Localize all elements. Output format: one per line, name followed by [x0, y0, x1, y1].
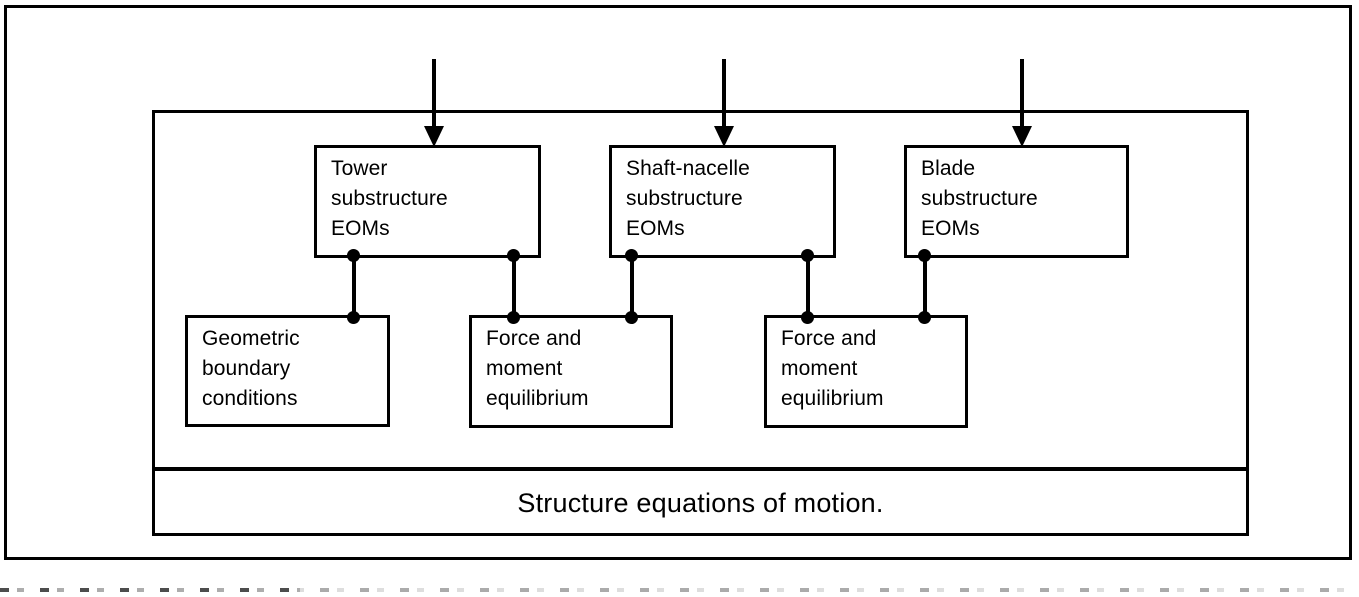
node-force-moment-equilibrium-1[interactable]: Force and moment equilibrium	[469, 315, 673, 428]
structure-eom-group-box	[152, 110, 1249, 536]
node-force-moment-1-line-1: Force and	[486, 327, 582, 350]
junction-dot-force-moment-1-left	[507, 311, 520, 324]
node-tower-line-2: substructure	[331, 186, 448, 210]
node-shaft-nacelle-line-3: EOMs	[626, 216, 685, 240]
link-tower-to-geometric	[352, 255, 356, 321]
node-force-moment-equilibrium-2[interactable]: Force and moment equilibrium	[764, 315, 968, 428]
node-shaft-nacelle-line-1: Shaft-nacelle	[626, 157, 750, 180]
junction-dot-force-moment-2-right	[918, 311, 931, 324]
outer-frame-border	[4, 5, 1352, 560]
arrow-to-tower-shaft	[432, 59, 436, 129]
arrow-to-tower-head	[424, 126, 444, 147]
node-tower-substructure-eoms[interactable]: Tower substructure EOMs	[314, 145, 541, 258]
node-shaft-nacelle-substructure-eoms[interactable]: Shaft-nacelle substructure EOMs	[609, 145, 836, 258]
arrow-to-shaft-nacelle-head	[714, 126, 734, 147]
node-blade-line-2: substructure	[921, 186, 1038, 210]
link-blade-to-force-moment-2	[923, 255, 927, 321]
link-shaft-nacelle-to-force-moment-1	[630, 255, 634, 321]
node-blade-line-3: EOMs	[921, 216, 980, 240]
junction-dot-force-moment-2-left	[801, 311, 814, 324]
arrow-to-blade-shaft	[1020, 59, 1024, 129]
junction-dot-force-moment-1-right	[625, 311, 638, 324]
junction-dot-shaft-nacelle-left	[625, 249, 638, 262]
node-tower-line-1: Tower	[331, 157, 388, 180]
node-blade-line-1: Blade	[921, 157, 976, 180]
node-geometric-line-3: conditions	[202, 386, 298, 410]
node-geometric-line-1: Geometric	[202, 327, 300, 350]
node-force-moment-1-line-3: equilibrium	[486, 386, 589, 410]
junction-dot-shaft-nacelle-right	[801, 249, 814, 262]
node-tower-line-3: EOMs	[331, 216, 390, 240]
node-shaft-nacelle-line-2: substructure	[626, 186, 743, 210]
arrow-to-blade-head	[1012, 126, 1032, 147]
arrow-to-shaft-nacelle-shaft	[722, 59, 726, 129]
node-force-moment-2-line-2: moment	[781, 356, 858, 380]
scan-artifact-strip-left	[0, 588, 300, 592]
node-force-moment-1-line-2: moment	[486, 356, 563, 380]
junction-dot-geometric-top	[347, 311, 360, 324]
node-geometric-boundary-conditions[interactable]: Geometric boundary conditions	[185, 315, 390, 427]
node-blade-substructure-eoms[interactable]: Blade substructure EOMs	[904, 145, 1129, 258]
junction-dot-tower-right	[507, 249, 520, 262]
link-shaft-nacelle-to-force-moment-2	[806, 255, 810, 321]
node-geometric-line-2: boundary	[202, 356, 291, 380]
scan-artifact-strip	[0, 588, 1359, 592]
junction-dot-blade-left	[918, 249, 931, 262]
link-tower-to-force-moment-1	[512, 255, 516, 321]
node-force-moment-2-line-1: Force and	[781, 327, 877, 350]
caption-divider	[152, 467, 1249, 471]
caption-text: Structure equations of motion.	[517, 487, 884, 518]
node-force-moment-2-line-3: equilibrium	[781, 386, 884, 410]
junction-dot-tower-left	[347, 249, 360, 262]
